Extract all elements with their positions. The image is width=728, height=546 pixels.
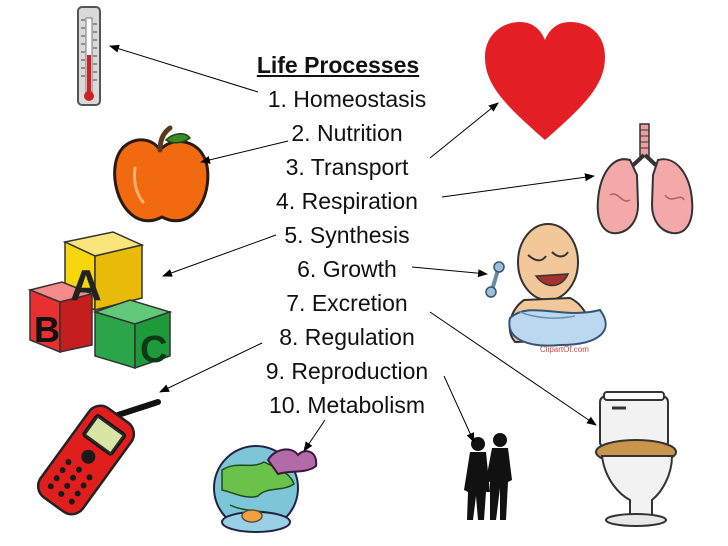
- toilet-icon: [595, 391, 677, 527]
- cell-phone-icon: [36, 399, 161, 516]
- arrow-transport: [429, 102, 499, 159]
- globe-icon: [213, 445, 318, 533]
- process-respiration: 4. Respiration: [276, 188, 418, 214]
- arrow-nutrition: [200, 140, 289, 164]
- block-letter-b: B: [34, 309, 60, 350]
- arrow-synthesis: [162, 234, 277, 277]
- process-synthesis: 5. Synthesis: [284, 222, 410, 248]
- apple-icon: [113, 125, 210, 223]
- process-regulation: 8. Regulation: [279, 324, 415, 350]
- block-letter-c: C: [140, 329, 167, 371]
- arrow-growth: [411, 266, 488, 278]
- arrow-respiration: [441, 173, 595, 198]
- arrow-metabolism: [303, 419, 326, 452]
- process-excretion: 7. Excretion: [286, 290, 408, 316]
- arrow-reproduction: [443, 375, 475, 443]
- lungs-icon: [596, 123, 694, 235]
- process-nutrition: 2. Nutrition: [291, 120, 403, 146]
- baby-icon: ClipartOf.com: [485, 223, 607, 354]
- process-homeostasis: 1. Homeostasis: [267, 86, 427, 112]
- process-growth: 6. Growth: [297, 256, 397, 282]
- process-metabolism: 10. Metabolism: [269, 392, 425, 418]
- heart-icon: [485, 22, 605, 140]
- process-transport: 3. Transport: [285, 154, 409, 180]
- process-list: Life Processes 1. Homeostasis 2. Nutriti…: [236, 48, 458, 422]
- thermometer-icon: [77, 6, 101, 106]
- process-reproduction: 9. Reproduction: [265, 358, 429, 384]
- arrow-homeostasis: [109, 44, 259, 93]
- block-letter-a: A: [70, 261, 102, 310]
- arrows: [109, 44, 597, 452]
- arrow-regulation: [159, 342, 263, 393]
- arrow-excretion: [429, 311, 597, 426]
- baby-watermark: ClipartOf.com: [540, 345, 589, 354]
- list-title: Life Processes: [256, 52, 420, 78]
- couple-silhouette-icon: [464, 433, 512, 520]
- abc-blocks-icon: A B C: [27, 231, 173, 371]
